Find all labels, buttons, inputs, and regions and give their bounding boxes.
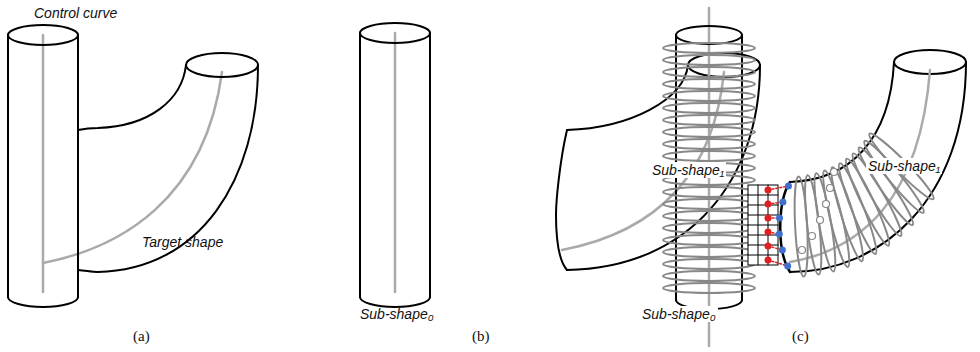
helix-coil: [663, 127, 755, 137]
blue-dot: [776, 231, 783, 238]
helix-coil: [663, 211, 755, 221]
white-dot: [799, 247, 806, 254]
helix-coil: [663, 247, 755, 257]
blue-dot: [785, 183, 792, 190]
helix-coil: [819, 169, 854, 268]
helix-coil: [663, 115, 755, 125]
red-dot: [765, 201, 772, 208]
grid-line: [748, 195, 778, 196]
illustration-stroke: [429, 33, 431, 297]
helix-coil: [663, 259, 755, 269]
illustration-stroke: [8, 297, 78, 307]
red-dot: [765, 257, 772, 264]
grid-patch: [748, 185, 778, 265]
target-shape: [8, 25, 258, 307]
illustration-stroke: [359, 33, 361, 297]
helix-coil: [663, 55, 755, 65]
target-shape-label: Target shape: [140, 234, 225, 250]
red-dot: [765, 215, 772, 222]
illustration-stroke: [790, 62, 966, 272]
white-dot: [823, 201, 830, 208]
illustration-stroke: [748, 185, 778, 265]
sub-shape-label: Sub-shape₁: [866, 158, 942, 174]
sub-shape-label: Sub-shape₀: [640, 306, 718, 322]
illustration-stroke: [360, 297, 430, 307]
helix-coil: [663, 139, 755, 149]
illustration-stroke: [793, 130, 938, 277]
illustration-stroke: [360, 23, 430, 43]
illustration-stroke: [78, 65, 258, 272]
blue-dot: [779, 199, 786, 206]
sub-shape-label: Sub-shape₀: [358, 306, 436, 322]
illustration-stroke: [7, 35, 9, 297]
illustration-stroke: [676, 26, 742, 44]
illustration-stroke: [567, 65, 760, 270]
white-dot: [827, 185, 834, 192]
red-dot: [765, 229, 772, 236]
white-dot: [809, 233, 816, 240]
grid-line: [748, 235, 778, 236]
red-dot: [765, 243, 772, 250]
helix-coil: [663, 91, 755, 101]
white-dot: [817, 217, 824, 224]
illustration-stroke: [8, 25, 78, 45]
grid-line: [748, 205, 778, 206]
helix-coil: [663, 67, 755, 77]
helix-coil: [663, 235, 755, 245]
helix-coil: [860, 137, 928, 216]
sub-shape-label: Sub-shape₁: [650, 162, 726, 178]
illustration-stroke: [186, 53, 258, 77]
helix-coil: [802, 174, 825, 275]
blue-dot: [784, 263, 791, 270]
panel-label: (a): [131, 328, 152, 345]
illustration-stroke: [765, 169, 838, 270]
illustration-stroke: [8, 8, 966, 346]
helix-coil: [663, 271, 755, 281]
blue-dot: [779, 247, 786, 254]
grid-line: [748, 255, 778, 256]
white-dot: [831, 169, 838, 176]
control-curve-label: Control curve: [32, 5, 119, 21]
grid-line: [748, 245, 778, 246]
sub-shapes: [360, 23, 760, 307]
helix-coil: [663, 223, 755, 233]
helix-coil: [834, 161, 881, 256]
helix-coil: [663, 283, 755, 293]
illustration-stroke: [394, 33, 397, 292]
grid-line: [748, 225, 778, 226]
panel-label: (b): [470, 328, 492, 345]
blue-dot: [776, 215, 783, 222]
helix-coil: [663, 43, 755, 53]
helix-coil: [663, 103, 755, 113]
illustration-stroke: [780, 182, 790, 272]
grid-line: [748, 215, 778, 216]
helix-coil: [663, 187, 755, 197]
illustration-stroke: [42, 35, 45, 292]
illustration-stroke: [77, 35, 79, 297]
helix-coil: [663, 79, 755, 89]
helix-coil: [663, 151, 755, 161]
illustration-stroke: [78, 65, 186, 130]
red-dot: [765, 187, 772, 194]
helix-coil: [663, 199, 755, 209]
panel-label: (c): [790, 328, 811, 345]
